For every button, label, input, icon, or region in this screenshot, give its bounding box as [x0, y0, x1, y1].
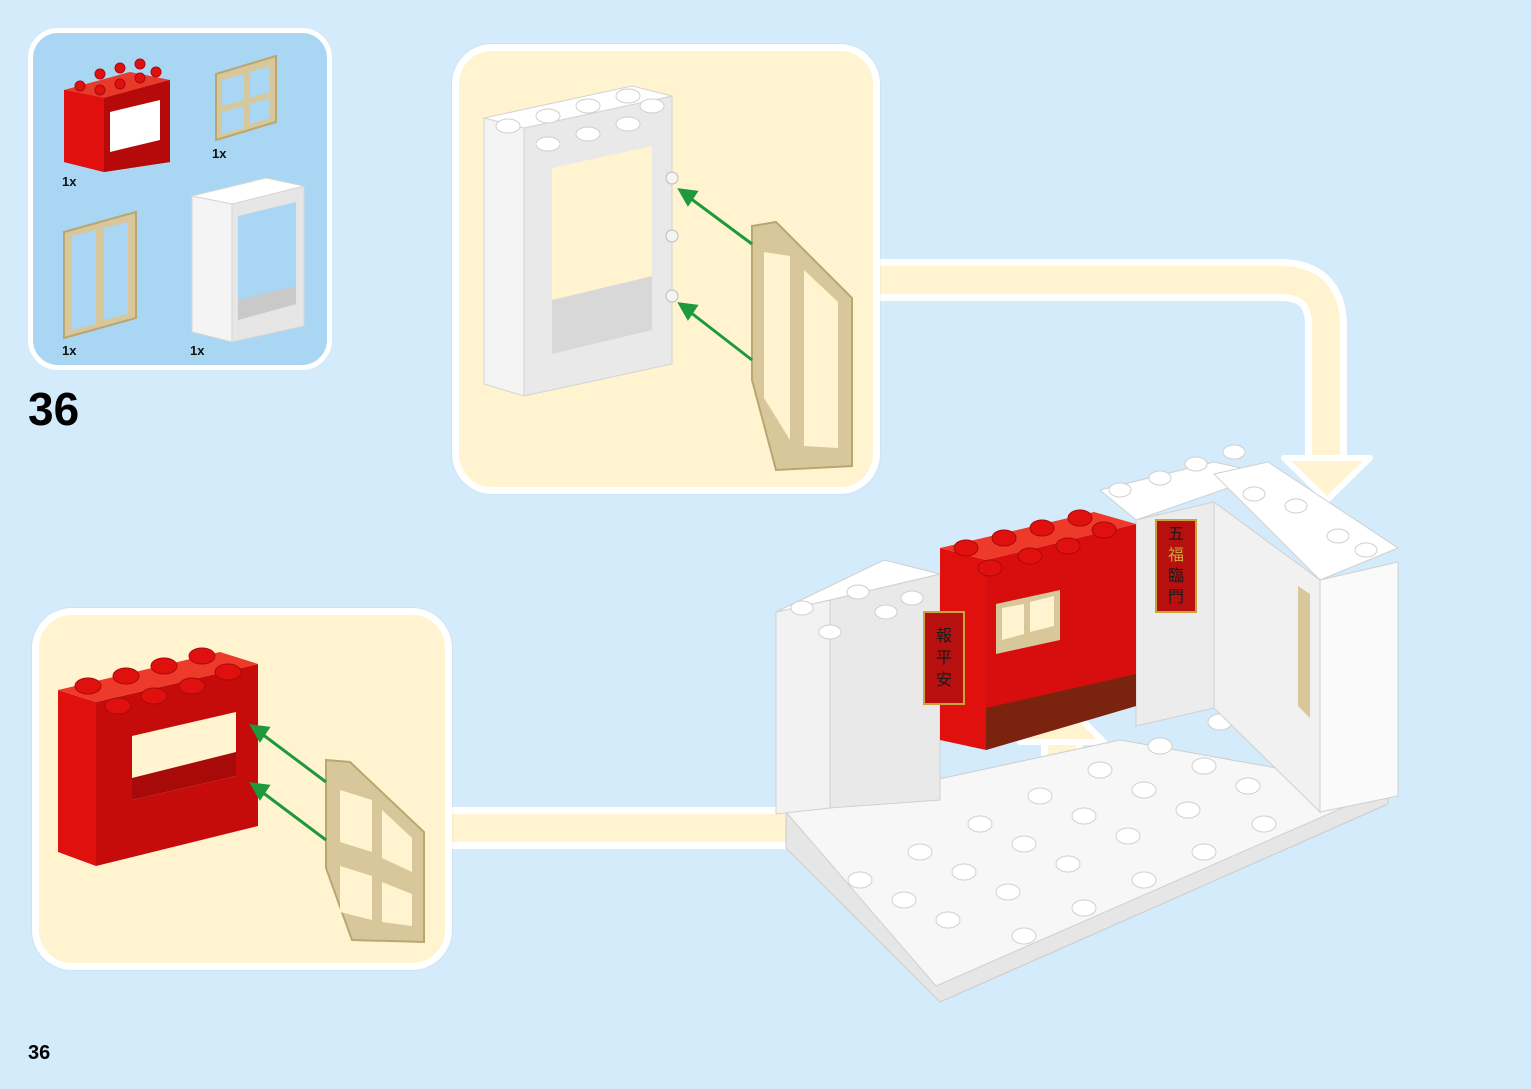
- page-number: 36: [28, 1042, 50, 1065]
- banner-right: 五 福 臨 門: [1160, 524, 1192, 608]
- banner-left: 報 平 安: [928, 626, 960, 692]
